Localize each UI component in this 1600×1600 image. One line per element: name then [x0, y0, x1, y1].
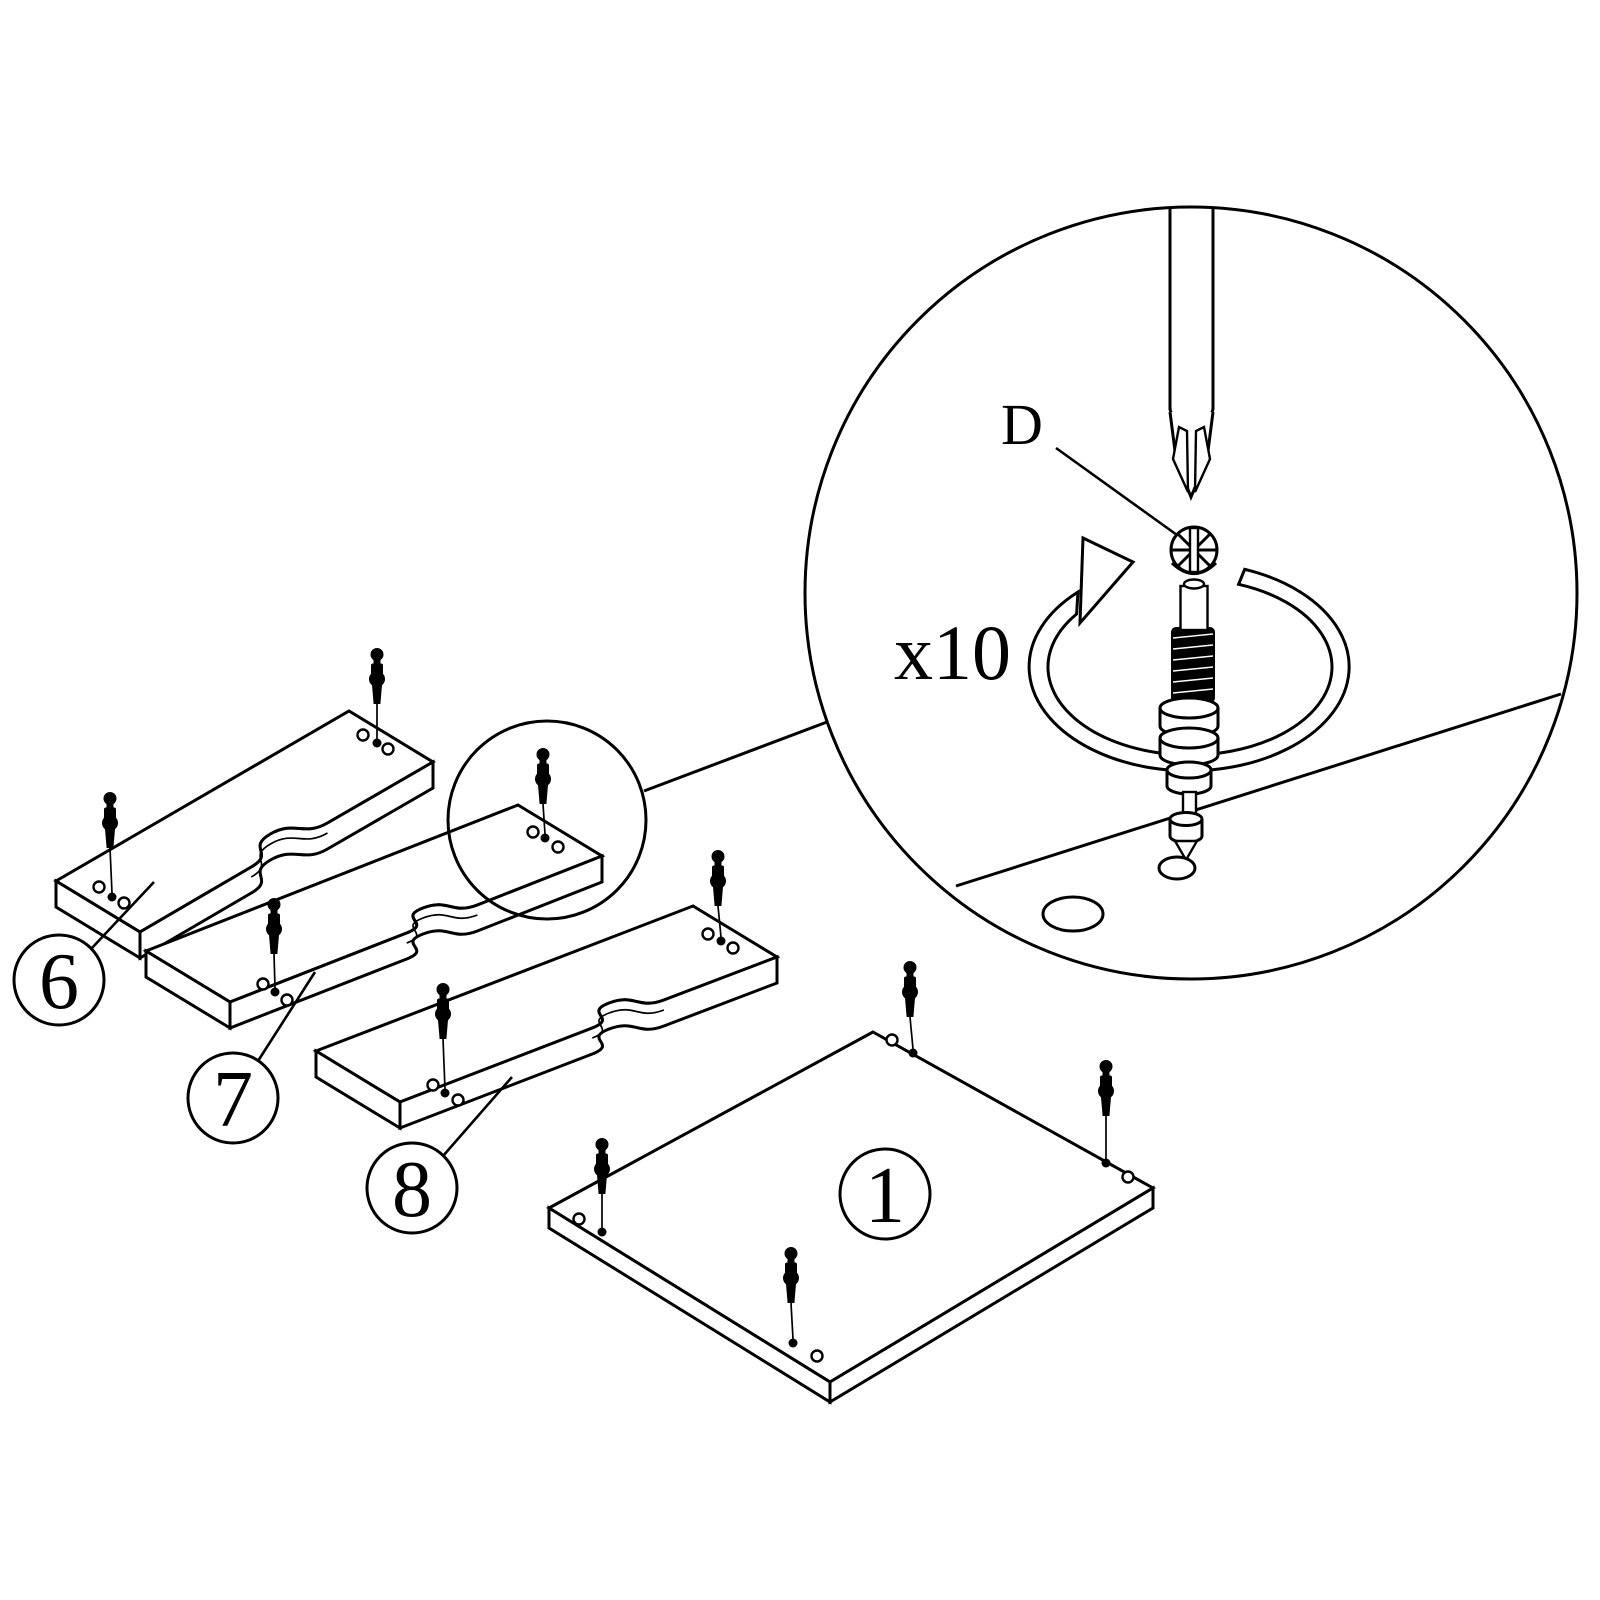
pilot-hole [256, 977, 270, 991]
fastener-d-screw [1157, 525, 1220, 881]
part-number: 1 [865, 1152, 905, 1240]
label-leader-line [90, 881, 155, 950]
part-6-rail [53, 648, 436, 961]
dowel-screw-icon [885, 961, 918, 1058]
pilot-hole [726, 941, 740, 955]
pilot-hole [885, 1033, 899, 1047]
pilot-hole [1121, 1170, 1135, 1184]
rail-6-end-face [54, 878, 142, 961]
panel-edge-line [955, 692, 1562, 888]
pilot-hole [810, 1349, 824, 1363]
rotation-arrow [1027, 535, 1351, 773]
part-7-rail [142, 748, 606, 1031]
label-leader-line [256, 971, 317, 1062]
part-label-7: 7 [186, 971, 317, 1145]
part-label-6: 6 [12, 881, 155, 1027]
label-circle [186, 1051, 280, 1145]
part-number: 7 [213, 1056, 253, 1144]
pilot-hole [526, 825, 540, 839]
part-number: 8 [392, 1146, 432, 1234]
dowel-screw-icon [1098, 1060, 1135, 1184]
pilot-hole [701, 927, 715, 941]
rail-7-notch-line [406, 913, 478, 944]
large-pilot-hole [1041, 895, 1105, 933]
pilot-hole [451, 1093, 465, 1107]
pilot-hole [117, 896, 131, 910]
part-number: 6 [39, 938, 79, 1026]
dowel-screw-icon [356, 648, 395, 756]
washer-stack [1158, 696, 1220, 863]
label-leader-line [442, 1076, 513, 1157]
dowel-screw-icon [701, 850, 740, 955]
pilot-hole [381, 742, 395, 756]
arrowhead [1078, 535, 1136, 628]
callout-connector-line [643, 720, 828, 793]
pilot-hole [551, 840, 565, 854]
pilot-hole [572, 1212, 586, 1226]
rail-8-notch-line [591, 1008, 665, 1039]
dowel-screw-icon [526, 748, 565, 854]
pilot-hole [426, 1078, 440, 1092]
fastener-label-group: D [1001, 392, 1178, 537]
dowel-screw-icon [92, 792, 131, 910]
part-label-8: 8 [365, 1076, 513, 1235]
detail-callout: D x10 [803, 205, 1579, 981]
pilot-hole [280, 993, 294, 1007]
part-label-1: 1 [838, 1147, 932, 1241]
magnifier-source-circle [446, 719, 648, 921]
label-circle [12, 933, 106, 1027]
quantity-label: x10 [894, 609, 1011, 696]
fastener-leader-line [1055, 446, 1178, 537]
target-pilot-hole [1157, 855, 1197, 881]
fastener-label: D [1001, 392, 1043, 457]
phillips-screwdriver-icon [1168, 207, 1215, 501]
label-circle [365, 1141, 459, 1235]
rail-6-notch-line [250, 832, 328, 878]
rail-7-end-face [144, 948, 232, 1031]
dowel-screw-icon [256, 898, 294, 1007]
dowel-screw-icon [572, 1138, 610, 1237]
panel-1-right-edge-face [828, 1185, 1155, 1405]
screw-shank [1179, 584, 1209, 632]
dowel-screw-icon [783, 1247, 824, 1363]
label-circle [838, 1147, 932, 1241]
pilot-hole [92, 880, 106, 894]
pilot-hole [356, 728, 370, 742]
rail-8-end-face [314, 1048, 402, 1131]
part-8-rail [312, 850, 781, 1131]
dowel-screw-icon [426, 983, 465, 1107]
